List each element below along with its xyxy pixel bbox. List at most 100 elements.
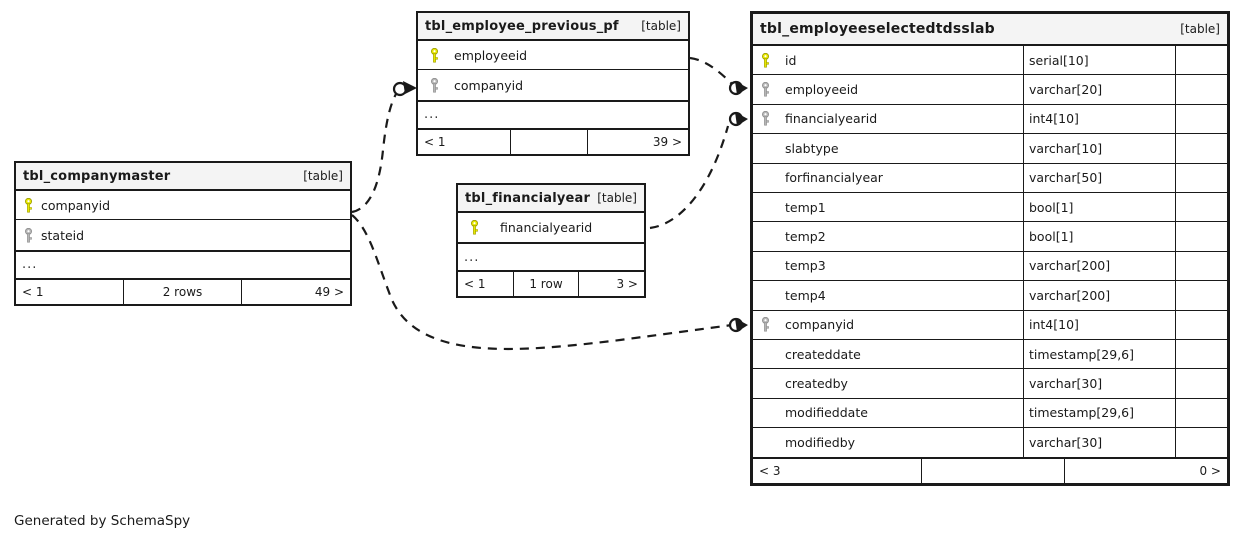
- table-title-tbl_financialyear: tbl_financialyear: [465, 190, 591, 206]
- column-type: varchar[200]: [1023, 281, 1175, 310]
- table-ellipsis-row: ...: [16, 249, 350, 278]
- footer-left: < 3: [759, 464, 781, 479]
- column-name: temp1: [785, 199, 826, 215]
- footer-middle: 1 row: [513, 272, 578, 297]
- table-tag-tbl_financialyear: [table]: [597, 191, 637, 205]
- column-name-cell: id: [753, 46, 1023, 74]
- column-name-cell: forfinancialyear: [753, 164, 1023, 192]
- column-name: modifieddate: [785, 405, 868, 421]
- column-name: employeeid: [454, 47, 528, 63]
- table-row[interactable]: companyid int4[10]: [753, 310, 1227, 340]
- key-icon-gray-foreign: [428, 77, 441, 93]
- table-columns-tbl_companymaster: companyid stateid: [16, 191, 350, 250]
- column-type: varchar[200]: [1023, 251, 1175, 281]
- column-extra-cell: [1175, 222, 1227, 251]
- foreign-key-icon: [762, 111, 769, 126]
- foreign-key-icon: [431, 77, 438, 93]
- table-row[interactable]: companyid: [418, 70, 688, 99]
- footer-left: < 1: [22, 284, 44, 299]
- column-type: int4[10]: [1023, 310, 1175, 339]
- key-icon-yellow-primary: [759, 52, 772, 68]
- table-tag-tbl_employee_previous_pf: [table]: [641, 19, 681, 33]
- table-tbl_employee_previous_pf[interactable]: tbl_employee_previous_pf [table] employe…: [416, 11, 690, 156]
- column-name-cell: employeeid: [753, 75, 1023, 103]
- column-type: timestamp[29,6]: [1023, 398, 1175, 428]
- table-header-tbl_companymaster: tbl_companymaster [table]: [16, 163, 350, 191]
- column-type: int4[10]: [1023, 104, 1175, 134]
- table-footer-tbl_employeeselectedtdsslab: < 3 0 >: [753, 457, 1227, 484]
- column-type: varchar[30]: [1023, 428, 1175, 458]
- column-name: slabtype: [785, 140, 839, 156]
- footer-right: 49 >: [241, 279, 350, 304]
- table-header-tbl_employeeselectedtdsslab: tbl_employeeselectedtdsslab [table]: [753, 14, 1227, 46]
- cardinality-circle-previouspf-companyid: [392, 81, 408, 97]
- column-name: temp4: [785, 287, 826, 303]
- column-type: timestamp[29,6]: [1023, 339, 1175, 369]
- column-name-cell: slabtype: [753, 134, 1023, 162]
- column-name: forfinancialyear: [785, 170, 883, 186]
- footer-right: 3 >: [578, 272, 644, 297]
- column-extra-cell: [1175, 369, 1227, 398]
- column-name: financialyearid: [500, 220, 593, 236]
- column-name: createddate: [785, 346, 861, 362]
- arrowhead-tds-employeeid: [735, 81, 748, 95]
- arrowhead-tds-companyid: [735, 318, 748, 332]
- table-row[interactable]: temp1 bool[1]: [753, 192, 1227, 223]
- footer-middle: 2 rows: [123, 279, 241, 304]
- key-icon-yellow-primary: [428, 47, 441, 63]
- footer-left: < 1: [464, 277, 486, 292]
- column-name: modifiedby: [785, 435, 856, 451]
- column-extra-cell: [1175, 281, 1227, 310]
- column-name-cell: createddate: [753, 340, 1023, 368]
- table-row[interactable]: employeeid: [418, 41, 688, 71]
- table-row[interactable]: slabtype varchar[10]: [753, 134, 1227, 164]
- column-name: companyid: [785, 317, 855, 333]
- column-type: bool[1]: [1023, 192, 1175, 222]
- footer-right: 0 >: [1064, 459, 1227, 484]
- table-tbl_companymaster[interactable]: tbl_companymaster [table] companyid: [14, 161, 352, 306]
- cardinality-circle-tds-companyid: [728, 317, 744, 333]
- table-row[interactable]: companyid: [16, 191, 350, 221]
- column-type: varchar[10]: [1023, 134, 1175, 163]
- edge-previouspf-employeeid: [689, 56, 733, 85]
- column-extra-cell: [1175, 134, 1227, 163]
- column-extra-cell: [1175, 398, 1227, 428]
- column-extra-cell: [1175, 310, 1227, 339]
- key-icon-gray-foreign: [759, 317, 772, 332]
- column-name-cell: temp2: [753, 222, 1023, 250]
- column-name-cell: createdby: [753, 369, 1023, 397]
- column-extra-cell: [1175, 163, 1227, 192]
- column-name-cell: temp1: [753, 193, 1023, 221]
- key-icon-yellow-primary: [22, 197, 35, 213]
- table-row[interactable]: temp4 varchar[200]: [753, 281, 1227, 311]
- column-type: varchar[20]: [1023, 75, 1175, 104]
- column-name: createdby: [785, 375, 848, 391]
- table-row[interactable]: stateid: [16, 220, 350, 249]
- foreign-key-icon: [762, 317, 769, 332]
- footer-right: 39 >: [587, 129, 688, 154]
- table-row[interactable]: financialyearid: [458, 213, 644, 242]
- arrowhead-tds-financialyearid: [735, 112, 748, 126]
- column-extra-cell: [1175, 104, 1227, 134]
- table-footer-tbl_employee_previous_pf: < 1 39 >: [418, 127, 688, 154]
- primary-key-icon: [431, 47, 438, 63]
- column-extra-cell: [1175, 339, 1227, 369]
- column-name: companyid: [454, 77, 524, 93]
- key-icon-gray-foreign: [759, 111, 772, 126]
- table-row[interactable]: createddate timestamp[29,6]: [753, 339, 1227, 370]
- table-tbl_financialyear[interactable]: tbl_financialyear [table] financialyeari…: [456, 183, 646, 299]
- table-row[interactable]: modifieddate timestamp[29,6]: [753, 398, 1227, 429]
- table-footer-tbl_companymaster: < 1 2 rows 49 >: [16, 277, 350, 304]
- column-name: companyid: [41, 197, 111, 213]
- table-row[interactable]: modifiedby varchar[30]: [753, 428, 1227, 458]
- table-columns-tbl_employee_previous_pf: employeeid companyid: [418, 41, 688, 100]
- key-icon-gray-foreign: [759, 82, 772, 97]
